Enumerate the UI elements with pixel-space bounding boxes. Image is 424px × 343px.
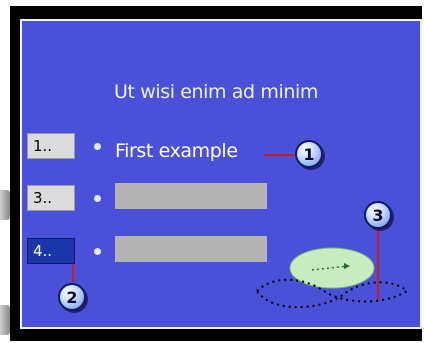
callout-badge-2: 2: [58, 283, 86, 311]
callout-badge-3: 3: [364, 201, 392, 229]
callout-leader-line: [72, 264, 74, 282]
line-number-box[interactable]: 1..: [27, 133, 75, 159]
bullet-point: [94, 195, 101, 202]
slide-frame: Ut wisi enim ad minim 1.. First example …: [10, 6, 422, 341]
arrow-head-icon: [344, 263, 350, 269]
callout-leader-line: [377, 226, 379, 301]
dotted-arrow-line: [311, 265, 349, 271]
bullet-point: [94, 248, 101, 255]
left-edge-tab: [0, 305, 10, 335]
callout-badge-1: 1: [295, 140, 323, 168]
motion-path-illustration: [255, 247, 409, 309]
slide-title: Ut wisi enim ad minim: [114, 81, 318, 103]
bullet-point: [94, 143, 101, 150]
line-number-box[interactable]: 3..: [27, 185, 75, 211]
callout-leader-line: [264, 154, 294, 156]
text-placeholder-bar[interactable]: [115, 236, 267, 262]
slide-canvas: Ut wisi enim ad minim 1.. First example …: [20, 19, 422, 329]
text-placeholder-bar[interactable]: [115, 183, 267, 209]
bullet-text[interactable]: First example: [115, 140, 238, 162]
line-number-box-selected[interactable]: 4..: [27, 238, 75, 264]
left-edge-tab: [0, 190, 10, 220]
